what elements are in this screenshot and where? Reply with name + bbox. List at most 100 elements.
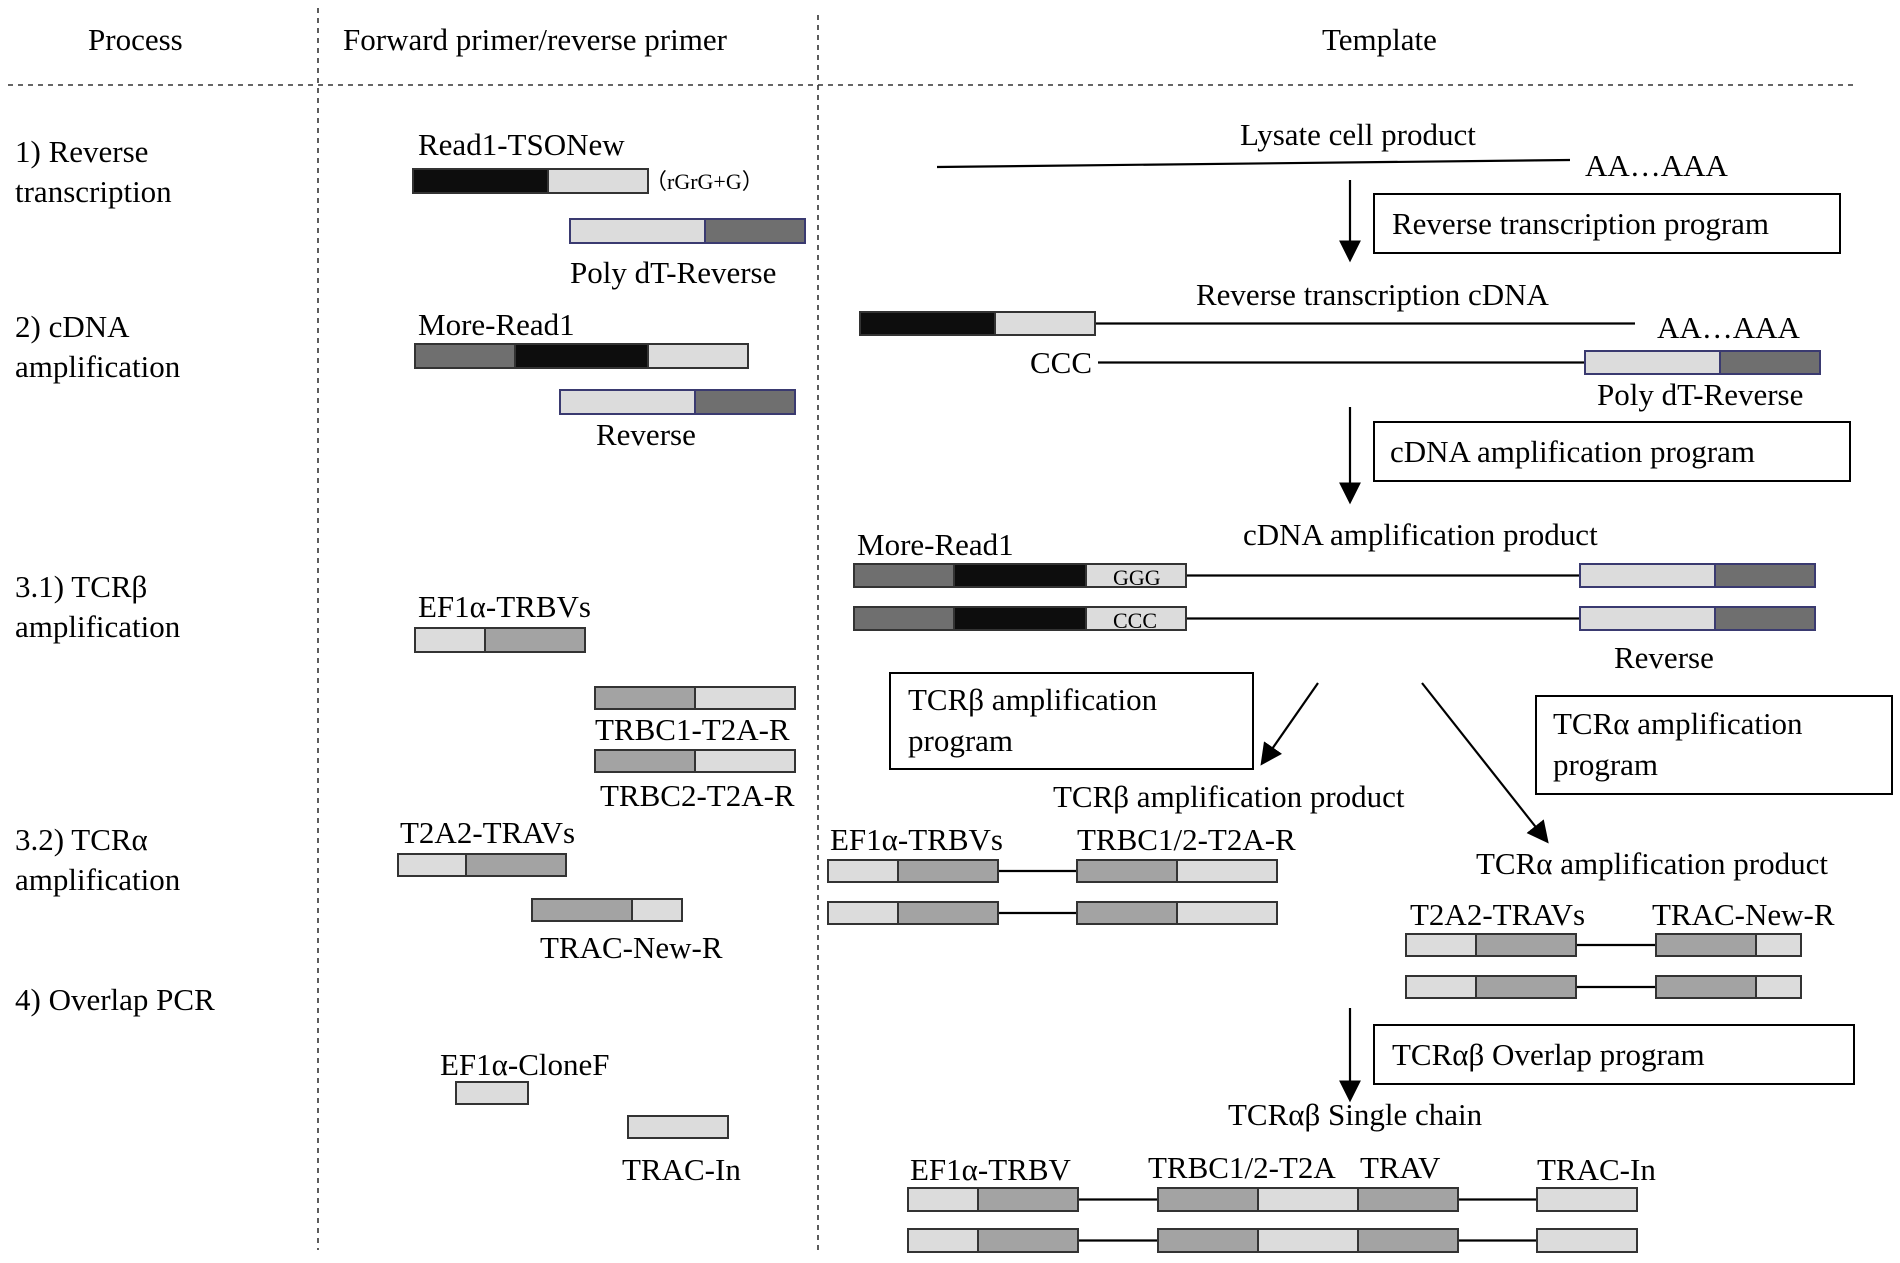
lysate-label: Lysate cell product: [1240, 117, 1476, 152]
rt-program-label: Reverse transcription program: [1392, 206, 1769, 241]
strand-segment-light: [1176, 859, 1278, 883]
cdna-more-read1-label: More-Read1: [857, 527, 1014, 562]
strand-segment-dark: [853, 606, 955, 631]
cdna-program-box: [1373, 421, 1851, 482]
strand-segment-medium: [1357, 1228, 1459, 1253]
strand-segment-light: [694, 749, 796, 773]
strand-segment-medium: [977, 1228, 1079, 1253]
strand-segment-light: [1085, 606, 1187, 631]
tcrb-product-label: TCRβ amplification product: [1053, 779, 1405, 814]
lysate-strand: [936, 158, 1571, 169]
strand-segment-medium: [1357, 1187, 1459, 1212]
primer-trbc1-t2a-r: [594, 686, 796, 710]
strand-segment-dark: [1714, 606, 1816, 631]
strand-segment-medium: [1475, 933, 1577, 957]
strand-segment-light: [1579, 606, 1716, 631]
template-column: Lysate cell product AA…AAA Reverse trans…: [827, 117, 1893, 1253]
strand-segment-light: [827, 859, 899, 883]
strand-segment-dark: [853, 563, 955, 588]
strand-segment-light: [1176, 901, 1278, 925]
strand-segment-light: [1257, 1228, 1359, 1253]
primer-reverse-label: Reverse: [596, 417, 696, 452]
primer-more-read1: [414, 343, 749, 369]
tcra-product-strand-2: [1405, 975, 1802, 999]
strand-segment-light: [1579, 563, 1716, 588]
primer-column: Read1-TSONew （rGrG+G） Poly dT-Reverse Mo…: [397, 127, 806, 1187]
step-2-line-1: 2) cDNA: [15, 309, 130, 344]
strand-segment-medium: [465, 853, 567, 877]
rt-cdna-polya: AA…AAA: [1657, 310, 1801, 345]
arrow-tcra: [1421, 682, 1549, 844]
strand-segment-light: [547, 168, 649, 194]
tcrb-program-label-2: program: [908, 723, 1013, 758]
primer-trac-in-label: TRAC-In: [622, 1152, 741, 1187]
strand-segment-medium: [1655, 975, 1757, 999]
step-4: 4) Overlap PCR: [15, 982, 215, 1017]
rt-program-box: [1373, 193, 1841, 254]
primer-read1-tsonew-label: Read1-TSONew: [418, 127, 625, 162]
strand-segment-medium: [897, 901, 999, 925]
primer-ef1a-clonef-label: EF1α-CloneF: [440, 1047, 610, 1082]
strand-segment-light: [907, 1228, 979, 1253]
primer-trac-new-r: [531, 898, 683, 922]
cdna-product-strand-1: [853, 563, 1816, 588]
strand-segment-dark: [1714, 563, 1816, 588]
step-3-2-line-1: 3.2) TCRα: [15, 822, 148, 857]
strand-segment-light: [827, 901, 899, 925]
tcra-t2a2-travs-label: T2A2-TRAVs: [1410, 897, 1585, 932]
tcrb-product-strand-2: [827, 901, 1278, 925]
strand-segment-light: [694, 686, 796, 710]
primer-trac-in: [627, 1115, 729, 1139]
strand-segment-light: [1536, 1187, 1638, 1212]
tcrb-program-label-1: TCRβ amplification: [908, 682, 1158, 717]
single-chain-trav-label: TRAV: [1360, 1150, 1441, 1185]
strand-segment-light: [559, 389, 696, 415]
strand-segment-light: [1536, 1228, 1638, 1253]
single-chain-ef1a-trbv-label: EF1α-TRBV: [910, 1152, 1072, 1187]
primer-trbc2-label: TRBC2-T2A-R: [600, 778, 795, 813]
strand-segment-light: [1584, 350, 1721, 375]
cdna-reverse-label: Reverse: [1614, 640, 1714, 675]
strand-segment-medium: [594, 749, 696, 773]
strand-segment-dark: [704, 218, 806, 244]
column-headers: Process Forward primer/reverse primer Te…: [88, 22, 1437, 57]
strand-segment-black: [953, 606, 1087, 631]
single-chain-label: TCRαβ Single chain: [1228, 1097, 1483, 1132]
cdna-ggg: GGG: [1113, 565, 1161, 590]
primer-more-read1-label: More-Read1: [418, 307, 575, 342]
tcra-program-box: [1535, 695, 1893, 795]
cdna-program-label: cDNA amplification program: [1390, 434, 1755, 469]
strand-segment-medium: [897, 859, 999, 883]
step-3-1-line-2: amplification: [15, 609, 181, 644]
strand-segment-medium: [1076, 859, 1178, 883]
primer-read1-tsonew: [412, 168, 649, 194]
header-template: Template: [1322, 22, 1437, 57]
header-primers: Forward primer/reverse primer: [343, 22, 728, 57]
strand-segment-dark: [1719, 350, 1821, 375]
tcra-product-label: TCRα amplification product: [1476, 846, 1828, 881]
strand-segment-light: [397, 853, 467, 877]
cdna-product-strand-2: [853, 606, 1816, 631]
tcrb-program-box: [889, 672, 1254, 770]
strand-segment-light: [907, 1187, 979, 1212]
tcra-program-label-2: program: [1553, 747, 1658, 782]
step-3-1-line-1: 3.1) TCRβ: [15, 569, 147, 604]
strand-segment-medium: [484, 627, 586, 653]
strand-segment-black: [859, 311, 996, 336]
primer-ef1a-trbvs-label: EF1α-TRBVs: [418, 589, 591, 624]
primer-ef1a-clonef: [455, 1081, 529, 1105]
strand-segment-medium: [1655, 933, 1757, 957]
step-1-line-2: transcription: [15, 174, 172, 209]
tcrb-ef1a-trbvs-label: EF1α-TRBVs: [830, 822, 1003, 857]
strand-segment-light: [1257, 1187, 1359, 1212]
single-chain-strand-1: [907, 1187, 1638, 1212]
strand-segment-light: [1085, 563, 1187, 588]
primer-trac-new-r-label: TRAC-New-R: [540, 930, 723, 965]
strand-segment-black: [412, 168, 549, 194]
strand-segment-light: [1755, 975, 1802, 999]
primer-polydt-reverse: [569, 218, 806, 244]
tcra-trac-new-r-label: TRAC-New-R: [1652, 897, 1835, 932]
strand-segment-light: [569, 218, 706, 244]
step-3-2-line-2: amplification: [15, 862, 181, 897]
